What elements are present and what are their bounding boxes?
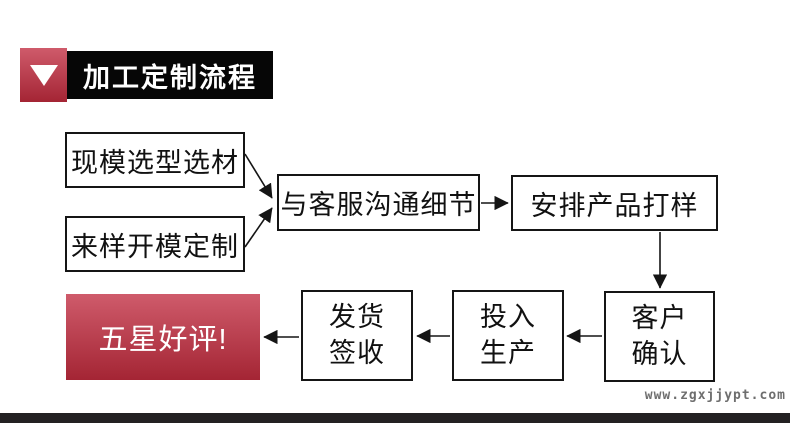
step-label-line2: 生产 — [480, 337, 536, 368]
step-five-star: 五星好评! — [66, 294, 260, 380]
step-label: 来样开模定制 — [71, 231, 239, 262]
step-label-line2: 确认 — [631, 338, 688, 369]
step-customer-confirm: 客户 确认 — [604, 291, 715, 382]
header-marker — [20, 48, 67, 102]
arrow-sample-to-service — [244, 207, 273, 248]
page-title-text: 加工定制流程 — [83, 62, 257, 93]
page-title: 加工定制流程 — [67, 51, 273, 99]
step-label: 现模选型选材 — [71, 147, 239, 178]
step-label: 五星好评! — [98, 324, 228, 356]
step-label-line1: 发货 — [329, 301, 385, 332]
step-contact-service: 与客服沟通细节 — [277, 174, 480, 231]
step-arrange-sample: 安排产品打样 — [511, 175, 718, 231]
bottom-bar — [0, 413, 790, 423]
step-label-line1: 投入 — [480, 301, 536, 332]
step-delivery: 发货 签收 — [301, 290, 413, 381]
step-existing-mold: 现模选型选材 — [65, 132, 245, 188]
step-label: 安排产品打样 — [530, 190, 699, 221]
step-sample-mold: 来样开模定制 — [65, 216, 245, 272]
step-production: 投入 生产 — [452, 290, 564, 381]
arrow-existing-to-service — [244, 153, 273, 199]
step-label: 与客服沟通细节 — [280, 190, 477, 220]
watermark: www.zgxjjypt.com — [644, 388, 786, 403]
step-label-line1: 客户 — [631, 302, 688, 333]
triangle-down-icon — [29, 64, 58, 86]
step-label-line2: 签收 — [329, 337, 385, 368]
